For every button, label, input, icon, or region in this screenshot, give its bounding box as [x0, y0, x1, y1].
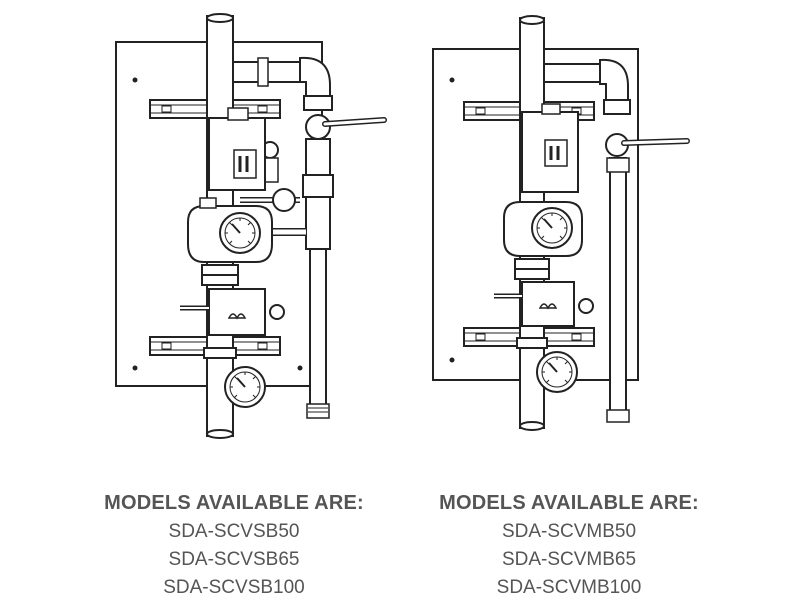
right-valve-assembly-icon — [432, 15, 690, 431]
right-model-item: SDA-SCVMB65 — [501, 549, 637, 570]
left-models-heading: MODELS AVAILABLE ARE: — [104, 492, 364, 514]
left-model-item: SDA-SCVSB50 — [168, 521, 300, 542]
right-models-heading: MODELS AVAILABLE ARE: — [439, 492, 699, 514]
left-model-item: SDA-SCVSB100 — [163, 577, 305, 598]
right-model-caption: MODELS AVAILABLE ARE: SDA-SCVMB50 SDA-SC… — [419, 488, 719, 602]
right-model-item: SDA-SCVMB50 — [501, 521, 637, 542]
illustrations — [115, 13, 690, 439]
left-valve-assembly-icon — [115, 13, 387, 439]
right-model-item: SDA-SCVMB100 — [496, 577, 642, 598]
left-model-item: SDA-SCVSB65 — [168, 549, 300, 570]
left-model-caption: MODELS AVAILABLE ARE: SDA-SCVSB50 SDA-SC… — [84, 488, 384, 602]
